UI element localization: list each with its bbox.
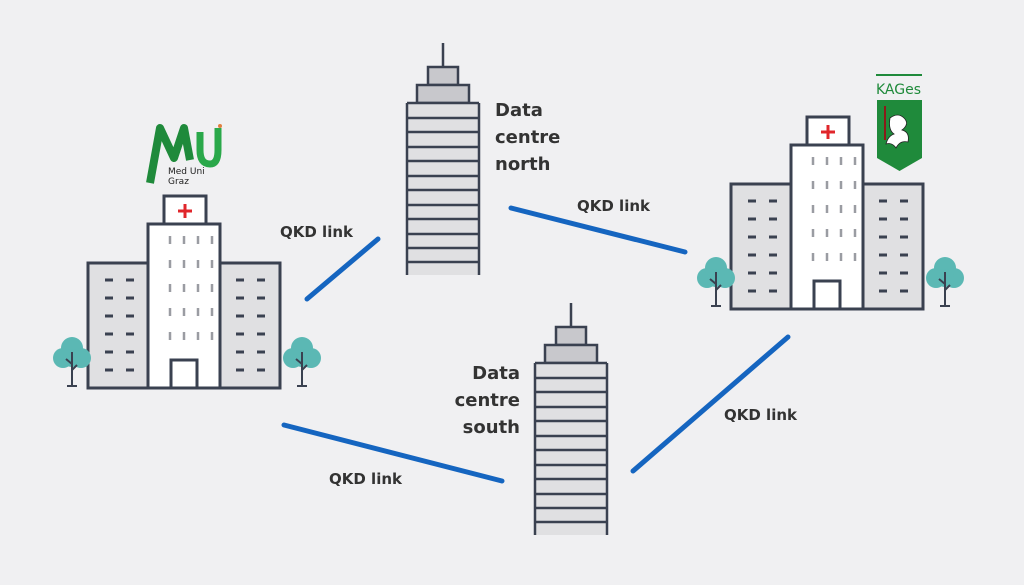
med-uni-logo-line2: Graz	[168, 177, 189, 187]
qkd-link-label-north-east: QKD link	[577, 197, 651, 215]
qkd-link-label-south-east: QKD link	[724, 406, 798, 424]
qkd-links	[281, 205, 791, 484]
med-uni-graz-logo: Med Uni Graz	[146, 124, 222, 187]
dc-south-label-line3: south	[463, 417, 520, 438]
dc-south-label-line1: Data	[472, 363, 520, 384]
tree-icon	[925, 256, 965, 307]
kages-logo-text: KAGes	[876, 82, 921, 98]
tree-icon	[696, 256, 736, 307]
qkd-link-west-north	[304, 236, 381, 302]
data-centre-north: Data centre north	[405, 41, 560, 277]
qkd-link-label-west-south: QKD link	[329, 470, 403, 488]
dc-south-label-line2: centre	[455, 390, 520, 411]
qkd-link-north-east	[508, 205, 688, 255]
qkd-link-label-west-north: QKD link	[280, 223, 354, 241]
med-uni-logo-line1: Med Uni	[168, 167, 205, 177]
tree-icon	[52, 336, 92, 387]
kages-logo: KAGes	[876, 74, 922, 171]
dc-north-label-line3: north	[495, 154, 550, 175]
hospital-east	[696, 115, 965, 311]
dc-north-label-line1: Data	[495, 100, 543, 121]
qkd-link-south-east	[630, 334, 791, 474]
tree-icon	[282, 336, 322, 387]
dc-north-label-line2: centre	[495, 127, 560, 148]
data-centre-south: Data centre south	[455, 301, 609, 537]
qkd-link-west-south	[281, 422, 505, 484]
